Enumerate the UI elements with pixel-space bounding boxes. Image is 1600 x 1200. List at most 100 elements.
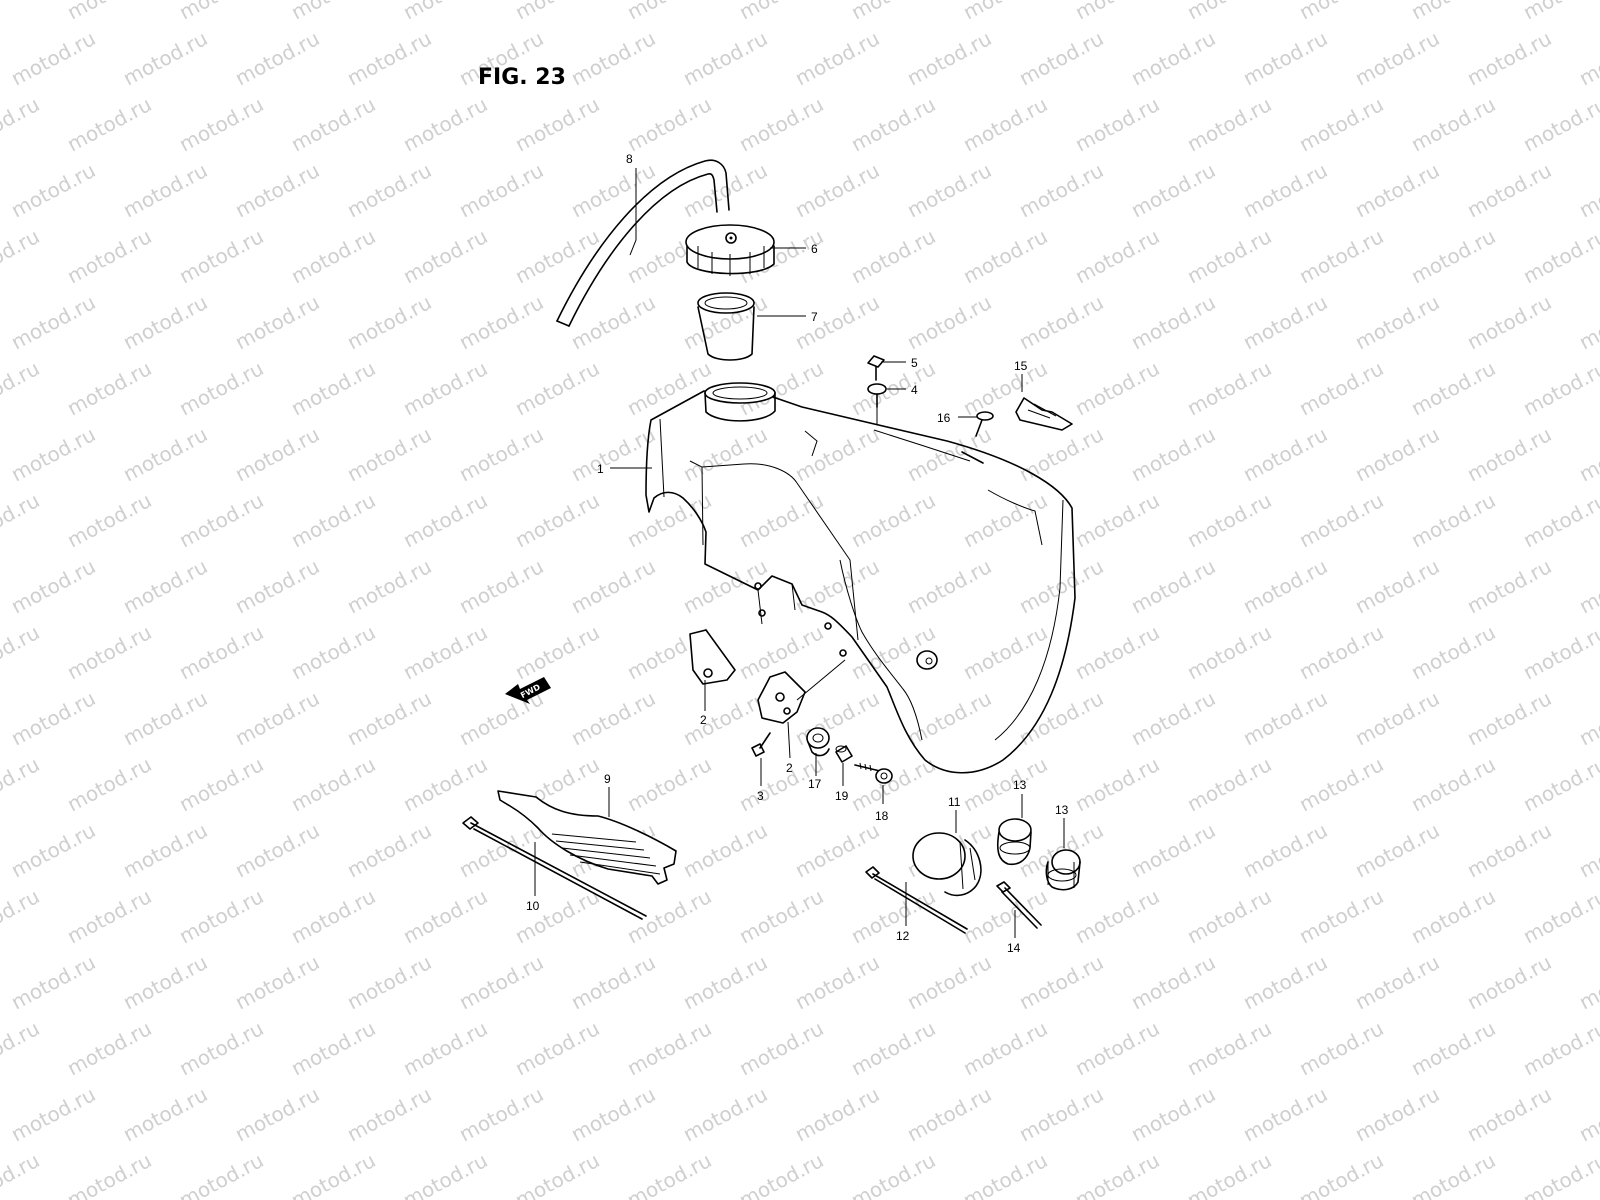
- watermark-text: motod.ru: [399, 884, 491, 948]
- watermark-text: motod.ru: [1351, 26, 1443, 90]
- watermark-text: motod.ru: [63, 356, 155, 420]
- watermark-text: motod.ru: [959, 620, 1051, 684]
- watermark-text: motod.ru: [455, 290, 547, 354]
- watermark-text: motod.ru: [1015, 686, 1107, 750]
- watermark-text: motod.ru: [1407, 884, 1499, 948]
- watermark-text: motod.ru: [959, 752, 1051, 816]
- watermark-text: motod.ru: [0, 1148, 43, 1200]
- callout-13b: 13: [1055, 803, 1069, 817]
- watermark-text: motod.ru: [7, 158, 99, 222]
- watermark-text: motod.ru: [1351, 950, 1443, 1014]
- watermark-text: motod.ru: [1071, 1016, 1163, 1080]
- rubber-cushion: [1045, 849, 1081, 891]
- watermark-text: motod.ru: [1127, 1082, 1219, 1146]
- watermark-text: motod.ru: [175, 488, 267, 552]
- watermark-text: motod.ru: [1015, 950, 1107, 1014]
- watermark-text: motod.ru: [175, 620, 267, 684]
- watermark-text: motod.ru: [399, 1016, 491, 1080]
- rubber-cushion: [912, 832, 982, 897]
- watermark-text: motod.ru: [63, 1016, 155, 1080]
- watermark-text: motod.ru: [119, 818, 211, 882]
- watermark-text: motod.ru: [1575, 554, 1600, 618]
- watermark-text: motod.ru: [399, 224, 491, 288]
- watermark-text: motod.ru: [1239, 158, 1331, 222]
- watermark-text: motod.ru: [847, 1148, 939, 1200]
- watermark-text: motod.ru: [959, 224, 1051, 288]
- callout-11: 11: [948, 795, 961, 809]
- watermark-text: motod.ru: [7, 818, 99, 882]
- watermark-text: motod.ru: [1519, 884, 1600, 948]
- watermark-text: motod.ru: [959, 1148, 1051, 1200]
- watermark-text: motod.ru: [791, 686, 883, 750]
- watermark-text: motod.ru: [1575, 26, 1600, 90]
- watermark-text: motod.ru: [455, 950, 547, 1014]
- watermark-text: motod.ru: [0, 488, 43, 552]
- watermark-text: motod.ru: [1071, 1148, 1163, 1200]
- watermark-text: motod.ru: [1239, 1082, 1331, 1146]
- watermark-text: motod.ru: [63, 752, 155, 816]
- watermark-text: motod.ru: [1463, 26, 1555, 90]
- watermark-text: motod.ru: [231, 422, 323, 486]
- watermark-text: motod.ru: [287, 0, 379, 24]
- watermark-text: motod.ru: [119, 554, 211, 618]
- callout-10: 10: [526, 899, 540, 913]
- watermark-text: motod.ru: [119, 26, 211, 90]
- watermark-text: motod.ru: [7, 554, 99, 618]
- leader-lines: [534, 168, 1065, 938]
- watermark-text: motod.ru: [1295, 488, 1387, 552]
- watermark-text: motod.ru: [7, 1082, 99, 1146]
- watermark-text: motod.ru: [679, 158, 771, 222]
- watermark-text: motod.ru: [287, 224, 379, 288]
- callout-1: 1: [597, 462, 604, 476]
- watermark-text: motod.ru: [1407, 356, 1499, 420]
- watermark-text: motod.ru: [903, 1082, 995, 1146]
- watermark-text: motod.ru: [1519, 1148, 1600, 1200]
- watermark-text: motod.ru: [1295, 884, 1387, 948]
- watermark-text: motod.ru: [791, 26, 883, 90]
- mounting-bracket: [757, 659, 846, 724]
- watermark-text: motod.ru: [175, 884, 267, 948]
- watermark-text: motod.ru: [1127, 158, 1219, 222]
- watermark-text: motod.ru: [1575, 818, 1600, 882]
- watermark-text: motod.ru: [959, 1016, 1051, 1080]
- callout-19: 19: [835, 789, 849, 803]
- watermark-text: motod.ru: [959, 488, 1051, 552]
- cable-tie: [462, 816, 647, 920]
- watermark-text: motod.ru: [791, 422, 883, 486]
- watermark-text: motod.ru: [1183, 92, 1275, 156]
- watermark-text: motod.ru: [1071, 356, 1163, 420]
- callout-5: 5: [911, 356, 918, 370]
- clip: [1015, 397, 1073, 431]
- watermark-text: motod.ru: [847, 356, 939, 420]
- watermark-text: motod.ru: [455, 1082, 547, 1146]
- watermark-text: motod.ru: [847, 1016, 939, 1080]
- watermark-text: motod.ru: [511, 1016, 603, 1080]
- watermark-text: motod.ru: [1071, 92, 1163, 156]
- watermark-text: motod.ru: [623, 92, 715, 156]
- watermark-text: motod.ru: [1239, 554, 1331, 618]
- watermark-text: motod.ru: [735, 1016, 827, 1080]
- watermark-text: motod.ru: [847, 884, 939, 948]
- watermark-text: motod.ru: [1127, 26, 1219, 90]
- watermark-text: motod.ru: [1183, 884, 1275, 948]
- watermark-text: motod.ru: [1351, 422, 1443, 486]
- watermark-text: motod.ru: [1127, 818, 1219, 882]
- watermark-text: motod.ru: [1071, 884, 1163, 948]
- callout-2: 2: [700, 713, 707, 727]
- watermark-text: motod.ru: [847, 0, 939, 24]
- watermark-text: motod.ru: [1071, 488, 1163, 552]
- watermark-text: motod.ru: [1575, 290, 1600, 354]
- watermark-text: motod.ru: [567, 686, 659, 750]
- watermark-text: motod.ru: [287, 356, 379, 420]
- watermark-text: motod.ru: [903, 950, 995, 1014]
- cable-tie: [865, 866, 968, 934]
- watermark-text: motod.ru: [287, 92, 379, 156]
- watermark-text: motod.ru: [1463, 818, 1555, 882]
- watermark-text: motod.ru: [287, 752, 379, 816]
- watermark-text: motod.ru: [1295, 620, 1387, 684]
- watermark-text: motod.ru: [63, 884, 155, 948]
- watermark-text: motod.ru: [175, 224, 267, 288]
- watermark-text: motod.ru: [1071, 224, 1163, 288]
- watermark-text: motod.ru: [231, 554, 323, 618]
- watermark-text: motod.ru: [7, 422, 99, 486]
